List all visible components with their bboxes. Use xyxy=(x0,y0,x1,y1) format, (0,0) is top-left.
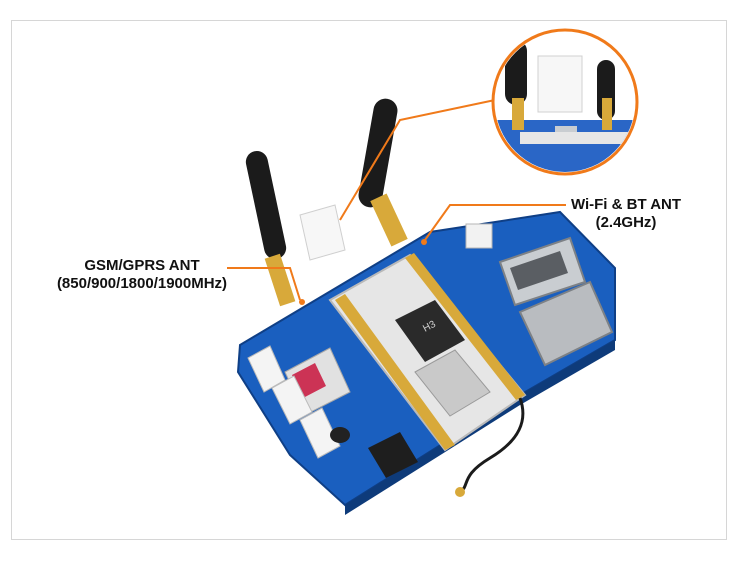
zoom-callout-line xyxy=(339,99,496,221)
wifi-bt-antenna-label: Wi-Fi & BT ANT (2.4GHz) xyxy=(556,196,696,232)
gsm-antenna-body xyxy=(245,150,287,260)
wifi-label-line1: Wi-Fi & BT ANT xyxy=(570,196,682,213)
gsm-label-line1: GSM/GPRS ANT xyxy=(84,257,200,274)
ipex-connector xyxy=(455,487,465,497)
gsm-antenna-label: GSM/GPRS ANT (850/900/1800/1900MHz) xyxy=(42,257,242,293)
soc-chip xyxy=(395,300,465,362)
wifi-antenna-body xyxy=(358,98,398,208)
soc-chip-label: H3 xyxy=(421,319,438,335)
pin-row-left xyxy=(335,294,455,450)
power-ic xyxy=(368,432,418,478)
capacitor xyxy=(330,427,350,443)
wifi-module-shield xyxy=(414,349,491,417)
carrier-board-shade xyxy=(345,340,615,515)
gsm-callout-line xyxy=(227,267,301,301)
connector-1 xyxy=(247,345,286,393)
sim-card xyxy=(299,204,346,261)
switch-block xyxy=(465,223,493,249)
connector-2 xyxy=(271,375,313,425)
usb-port-opening xyxy=(510,251,568,290)
wifi-antenna-base xyxy=(370,193,408,247)
zoom-sim-card xyxy=(537,55,583,113)
ipex-cable xyxy=(459,397,525,494)
gsm-label-line2: (850/900/1800/1900MHz) xyxy=(56,275,228,292)
pin-row-right xyxy=(405,253,525,400)
wifi-callout-line xyxy=(424,204,566,241)
gsm-antenna-base xyxy=(264,253,296,307)
gsm-callout-dot xyxy=(299,299,305,305)
connector-3 xyxy=(299,407,341,459)
wifi-callout-dot xyxy=(421,239,427,245)
wifi-label-line2: (2.4GHz) xyxy=(595,214,657,231)
ethernet-jack xyxy=(518,280,614,367)
